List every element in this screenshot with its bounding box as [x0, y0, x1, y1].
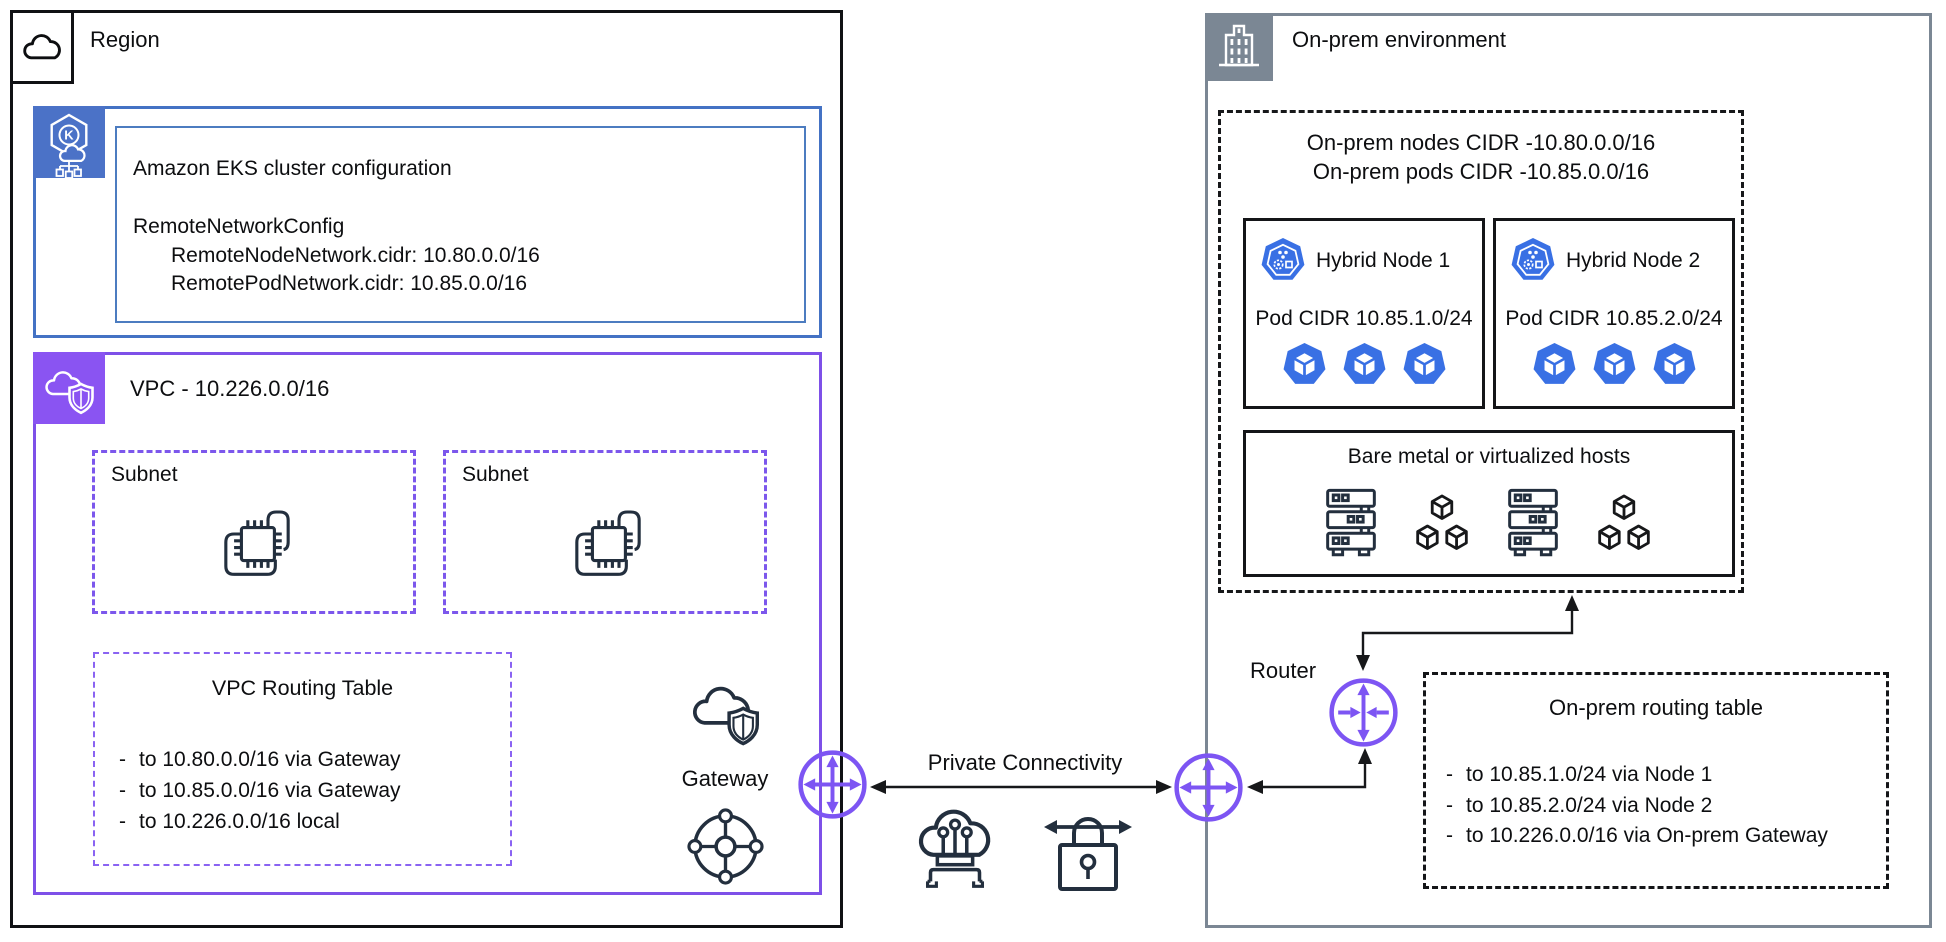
eks-section-box: [33, 106, 822, 338]
hybrid-node-title: Hybrid Node 1: [1316, 249, 1451, 272]
transit-hub-icon: [687, 808, 764, 885]
vpc-icon: [33, 352, 105, 424]
vpc-box: [33, 352, 822, 895]
subnet-box-2: Subnet: [443, 450, 767, 614]
vpc-cloud-shield-icon: [692, 686, 759, 746]
vpc-route: -to 10.226.0.0/16 local: [119, 810, 340, 833]
vpn-lock-icon: [1044, 817, 1132, 891]
vpc-route: -to 10.85.0.0/16 via Gateway: [119, 779, 401, 802]
onprem-routing-table-box: On-prem routing table -to 10.85.1.0/24 v…: [1423, 672, 1889, 889]
subnet-chip-icon: [213, 501, 301, 589]
k8s-pod-icon: [1652, 341, 1697, 388]
eks-config-line: RemoteNodeNetwork.cidr: 10.80.0.0/16: [171, 244, 540, 267]
hybrid-node-2-box: Hybrid Node 2 Pod CIDR 10.85.2.0/24: [1493, 218, 1735, 409]
vpc-routing-table-box: VPC Routing Table -to 10.80.0.0/16 via G…: [93, 652, 512, 866]
server-rack-icon: [1505, 485, 1561, 561]
eks-config-title: Amazon EKS cluster configuration: [133, 157, 452, 180]
subnet-label: Subnet: [111, 463, 178, 486]
connector-router-gateway: [1247, 748, 1372, 794]
onprem-icon: [1205, 13, 1273, 81]
connector-cidr-router: [1356, 595, 1579, 671]
pod-cidr-label: Pod CIDR 10.85.2.0/24: [1505, 307, 1723, 330]
eks-icon: K: [33, 106, 105, 178]
onprem-route: -to 10.226.0.0/16 via On-prem Gateway: [1446, 824, 1828, 847]
k8s-node-icon: [1260, 236, 1306, 284]
server-rack-icon: [1323, 485, 1379, 561]
hosts-box: Bare metal or virtualized hosts: [1243, 430, 1735, 577]
vpc-route: -to 10.80.0.0/16 via Gateway: [119, 748, 401, 771]
k8s-pod-icon: [1282, 341, 1327, 388]
k8s-pod-icon: [1532, 341, 1577, 388]
cloud-connection-icon: [918, 809, 991, 888]
cloud-icon: [23, 34, 61, 60]
vpc-label: VPC - 10.226.0.0/16: [130, 376, 330, 401]
router-icon: [1329, 678, 1398, 747]
virtual-hosts-cubes-icon: [1593, 491, 1655, 561]
onprem-label: On-prem environment: [1292, 27, 1506, 52]
subnet-box-1: Subnet: [92, 450, 416, 614]
onprem-routing-table-title: On-prem routing table: [1549, 695, 1763, 720]
hybrid-node-title: Hybrid Node 2: [1566, 249, 1701, 272]
k8s-pod-icon: [1592, 341, 1637, 388]
eks-icon-letter: K: [64, 128, 74, 143]
private-connectivity-label: Private Connectivity: [927, 750, 1123, 775]
hosts-title: Bare metal or virtualized hosts: [1347, 445, 1631, 468]
router-label: Router: [1250, 658, 1317, 683]
onprem-gateway-icon: [1174, 753, 1243, 822]
eks-config-box: [115, 126, 806, 323]
onprem-cidr-box: [1218, 110, 1744, 593]
gateway-label: Gateway: [681, 766, 769, 791]
k8s-pod-icon: [1342, 341, 1387, 388]
onprem-route: -to 10.85.1.0/24 via Node 1: [1446, 763, 1713, 786]
region-box: [10, 10, 843, 928]
eks-config-line: RemoteNetworkConfig: [133, 215, 345, 238]
pod-cidr-label: Pod CIDR 10.85.1.0/24: [1255, 307, 1473, 330]
hybrid-node-1-box: Hybrid Node 1 Pod CIDR 10.85.1.0/24: [1243, 218, 1485, 409]
eks-config-line: RemotePodNetwork.cidr: 10.85.0.0/16: [171, 272, 528, 295]
onprem-route: -to 10.85.2.0/24 via Node 2: [1446, 793, 1713, 817]
onprem-nodes-cidr: On-prem nodes CIDR -10.80.0.0/16: [1306, 130, 1656, 155]
k8s-pod-icon: [1402, 341, 1447, 388]
connector-private-connectivity: [870, 780, 1172, 794]
virtual-hosts-cubes-icon: [1411, 491, 1473, 561]
k8s-node-icon: [1510, 236, 1556, 284]
subnet-label: Subnet: [462, 463, 529, 486]
subnet-chip-icon: [564, 501, 652, 589]
region-icon-box: [10, 10, 74, 84]
onprem-pods-cidr: On-prem pods CIDR -10.85.0.0/16: [1312, 159, 1650, 184]
vpc-routing-table-title: VPC Routing Table: [211, 676, 394, 700]
vpc-gateway-icon: [798, 750, 867, 819]
region-label: Region: [90, 27, 160, 52]
